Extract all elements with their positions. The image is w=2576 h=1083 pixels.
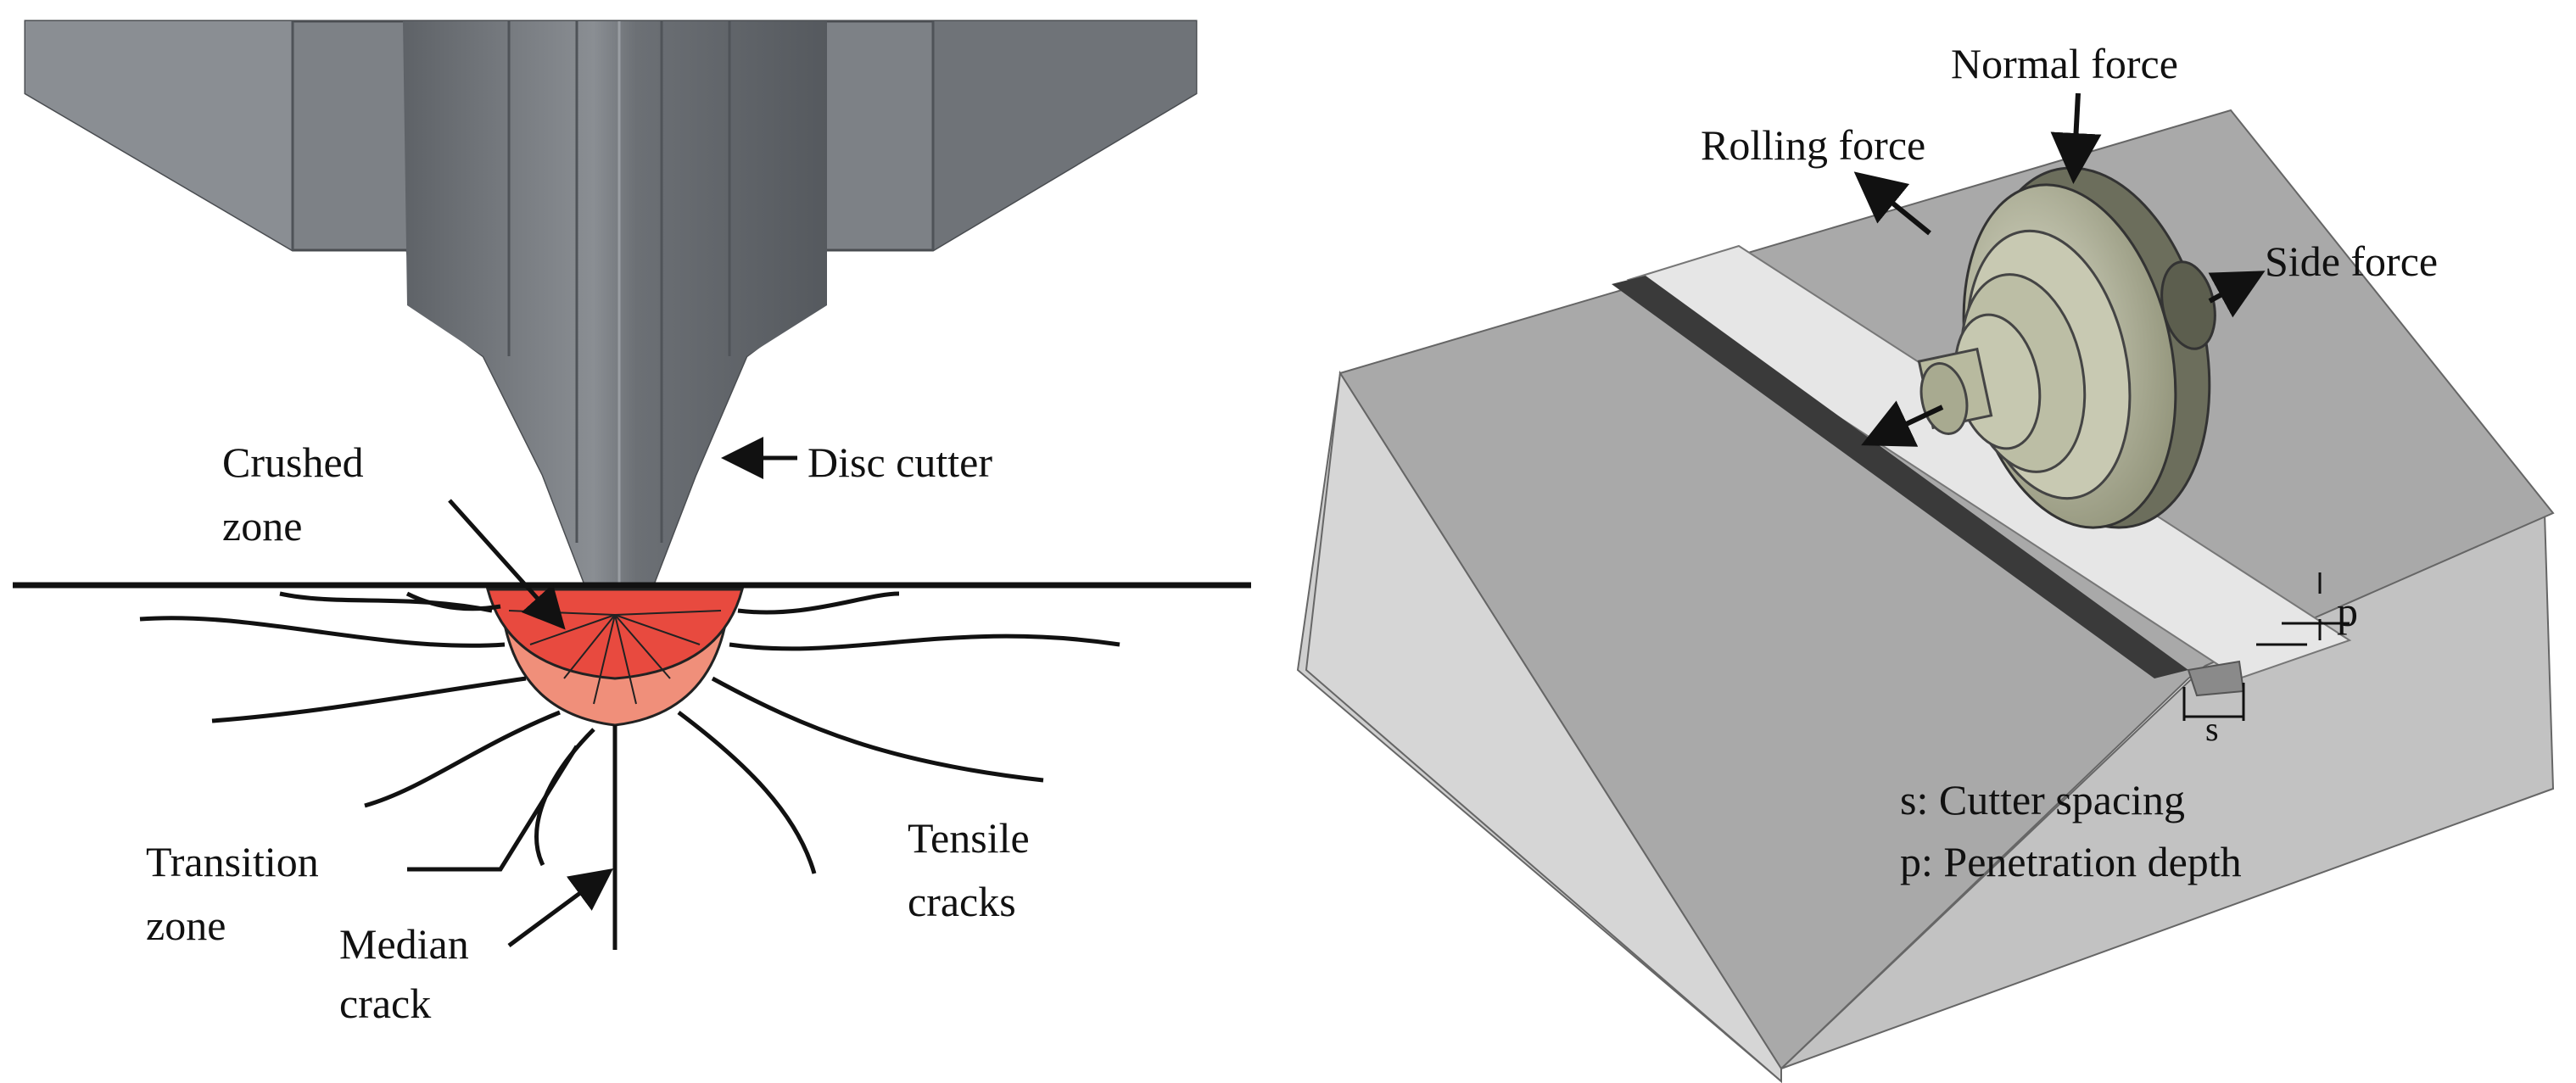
groove-dark-strip [1612, 276, 2188, 678]
penetration-symbol-label: p [2337, 588, 2358, 635]
side-force-label: Side force [2265, 237, 2438, 285]
left-panel-cutter-diagram: Crushed zone Disc cutter Transition zone… [13, 20, 1251, 1027]
rolling-force-arrow [1853, 171, 1931, 236]
side-force-arrow [2208, 271, 2266, 318]
crushed-zone-label: Crushed zone [222, 438, 374, 550]
rolling-force-label: Rolling force [1701, 121, 1925, 169]
disc-cutter-label: Disc cutter [807, 438, 992, 486]
penetration-dimension [2256, 572, 2350, 646]
right-panel-rock-block: Normal force Rolling force Side force p … [1296, 40, 2555, 1083]
normal-force-arrow [2050, 92, 2102, 184]
disc-cutter-body [24, 20, 1198, 617]
spacing-symbol-label: s [2205, 710, 2219, 748]
crushed-zone-pointer [448, 499, 566, 630]
legend-penetration-depth: p: Penetration depth [1900, 838, 2242, 885]
median-crack-label: Median crack [339, 920, 479, 1027]
spacing-dimension [2182, 683, 2245, 721]
crushed-zone-radial-lines [508, 610, 722, 705]
block-left-side [1305, 371, 1782, 1083]
disc-cutter-3d [1917, 166, 2216, 529]
normal-force-label: Normal force [1951, 40, 2178, 87]
side-force-arrow-opposite [1861, 400, 1944, 447]
transition-zone-label: Transition zone [146, 838, 329, 949]
transition-zone-pointer [407, 745, 579, 872]
median-crack-pointer [507, 868, 614, 948]
groove-light-strip [1626, 244, 2352, 680]
legend-cutter-spacing: s: Cutter spacing [1900, 776, 2185, 823]
tensile-cracks-label: Tensile cracks [908, 814, 1040, 925]
